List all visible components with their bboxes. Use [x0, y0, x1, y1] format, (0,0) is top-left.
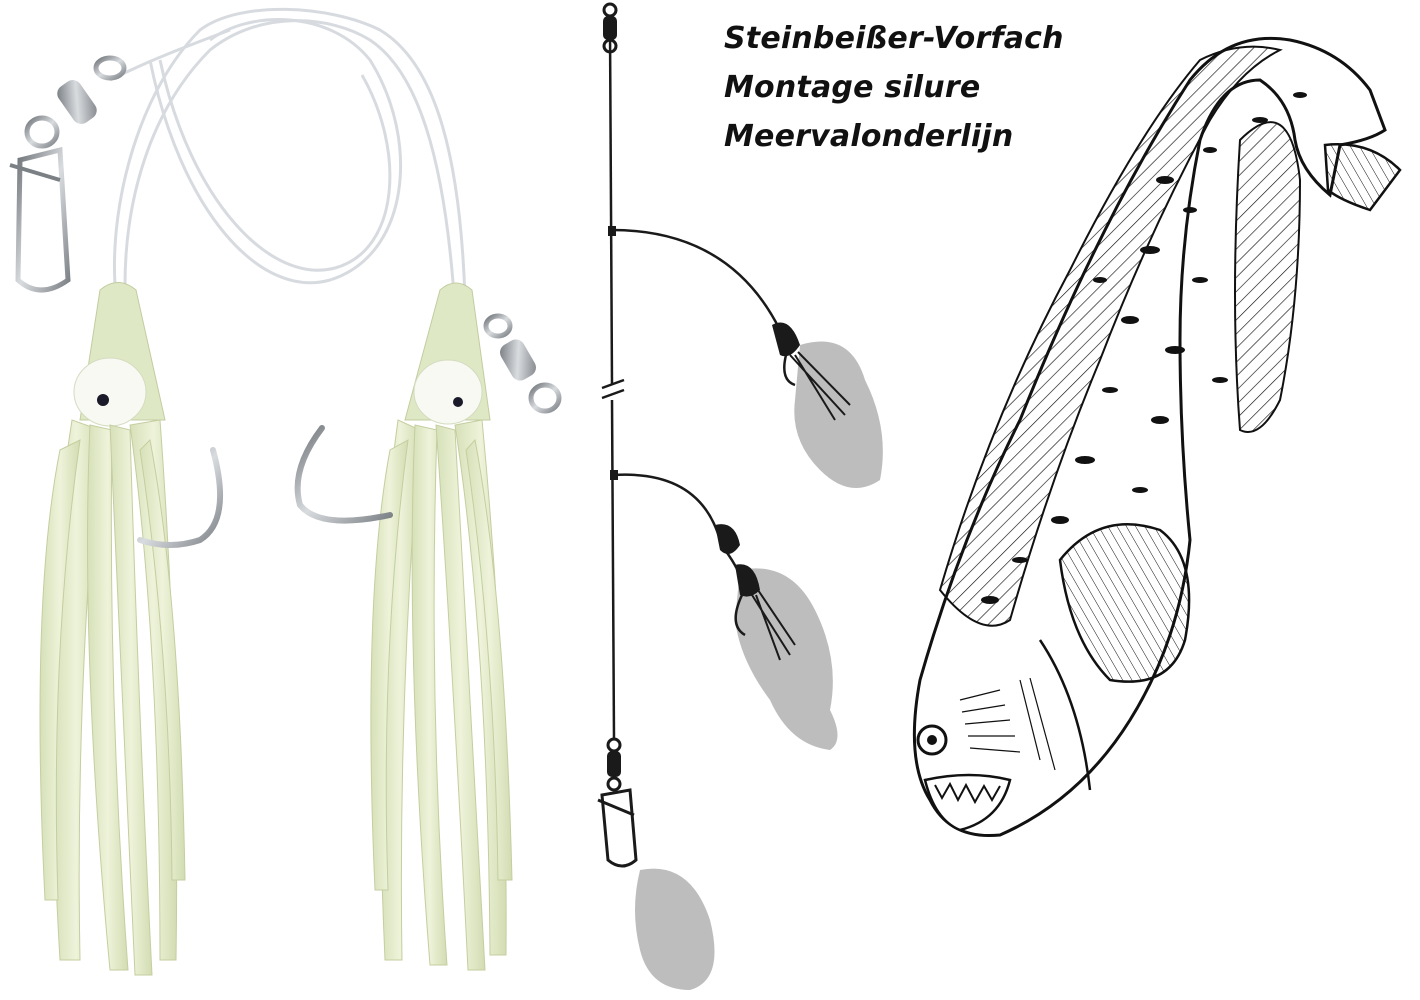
clear-line: [109, 7, 467, 311]
bait-shapes: [635, 341, 883, 990]
octopus-lure-left: [39, 282, 186, 976]
fly-hook-lower: [715, 524, 796, 661]
swivel-icon: [602, 2, 618, 54]
hook-icon: [294, 425, 393, 524]
swivel-right: [483, 313, 562, 414]
snap-swivel-left: [9, 55, 127, 293]
title-german: Steinbeißer-Vorfach: [724, 21, 1064, 56]
title-dutch: Meervalonderlijn: [724, 119, 1014, 154]
skin-spots: [981, 92, 1307, 604]
rig-photo: [9, 7, 562, 976]
fly-hook-upper: [772, 322, 851, 421]
hook-icon: [137, 447, 224, 548]
product-title-block: Steinbeißer-Vorfach Montage silure Meerv…: [724, 14, 1064, 161]
snap-icon: [597, 737, 638, 868]
octopus-lure-right: [370, 282, 513, 971]
gill-lines: [959, 677, 1056, 771]
title-french: Montage silure: [724, 70, 981, 105]
